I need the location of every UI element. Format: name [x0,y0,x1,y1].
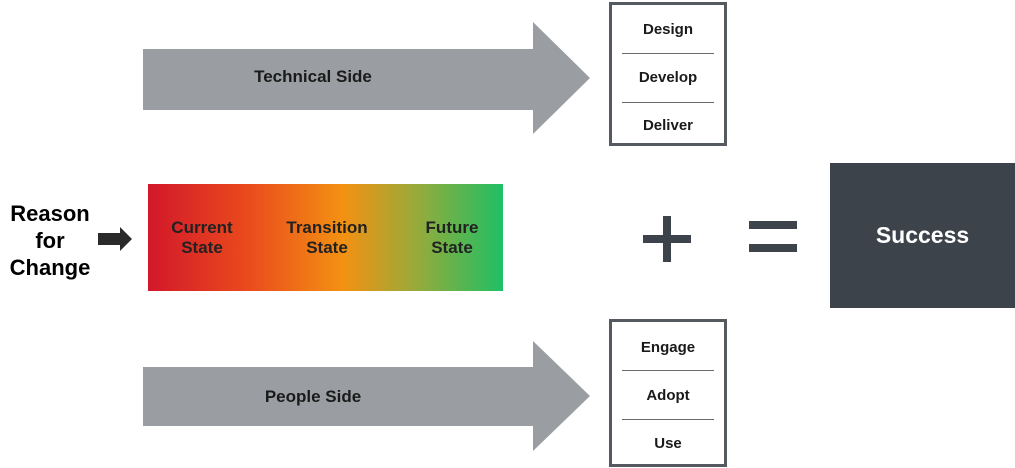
right-arrow-icon [98,227,132,251]
step-engage: Engage [640,339,696,356]
technical-side-label: Technical Side [254,67,372,86]
plus-icon [643,216,691,262]
reason-line-3: Change [9,255,91,280]
reason-line-2: for [35,228,65,253]
success-box: Success [830,163,1015,308]
technical-side-arrow [143,22,590,134]
people-steps-box: Engage Adopt Use [609,319,727,467]
reason-line-1: Reason [10,201,90,226]
step-develop: Develop [638,69,698,86]
technical-steps-box: Design Develop Deliver [609,2,727,146]
step-design: Design [642,21,693,38]
current-state-label: Current State [171,218,233,257]
reason-for-change-label: Reason for Change [0,200,100,281]
divider [622,419,714,420]
step-deliver: Deliver [642,117,694,134]
change-gradient-bar: Current State Transition State Future St… [148,184,503,291]
divider [622,370,714,371]
step-adopt: Adopt [646,387,690,404]
divider [622,102,714,103]
people-side-arrow [143,341,590,451]
divider [622,53,714,54]
future-state-label: Future State [425,218,479,257]
equals-icon [749,221,797,252]
people-side-label: People Side [264,387,362,406]
transition-state-label: Transition State [286,218,368,257]
step-use: Use [654,435,682,452]
